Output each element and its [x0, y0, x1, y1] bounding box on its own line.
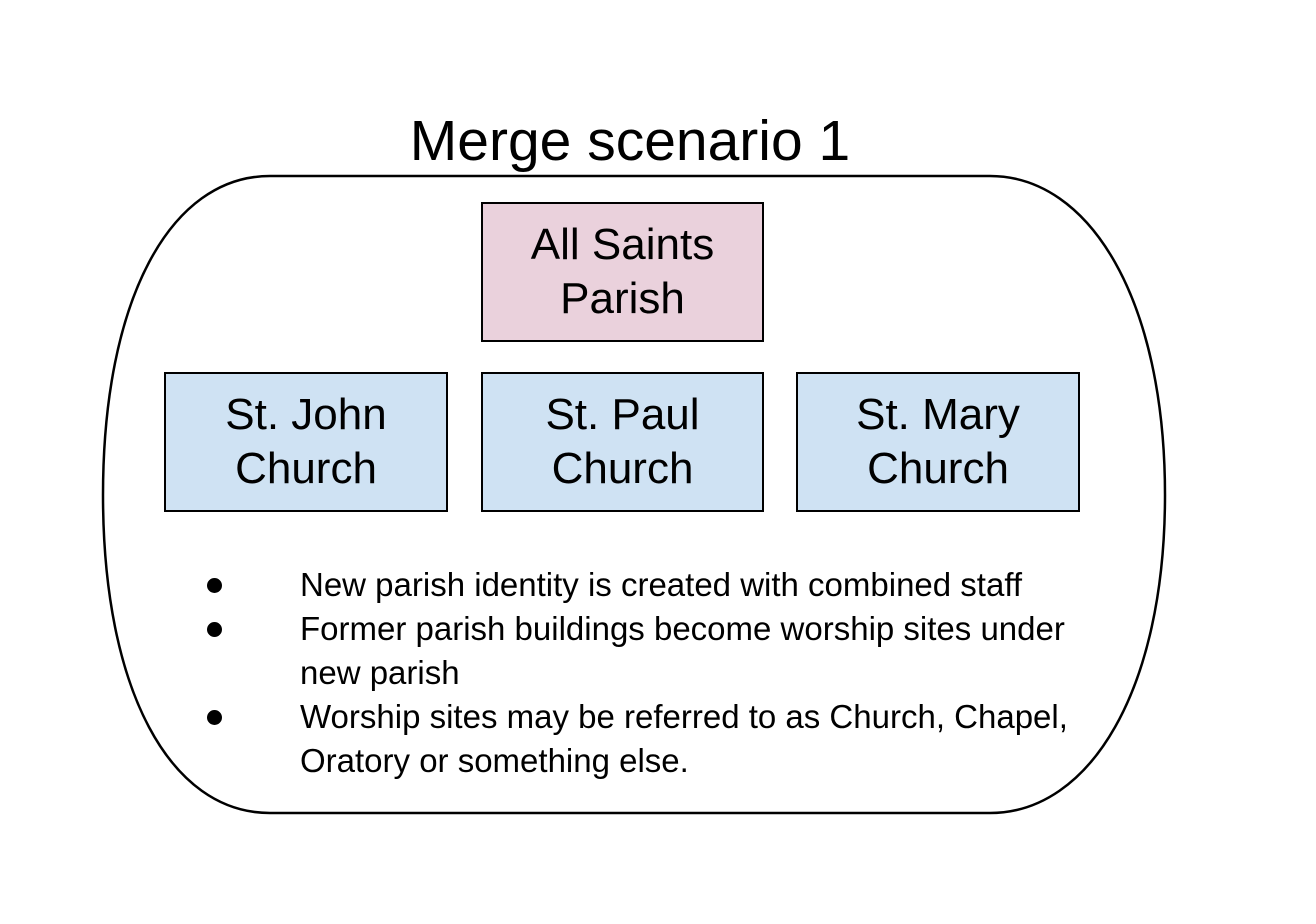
list-item-text: New parish identity is created with comb…	[300, 566, 1023, 603]
church-box-st-john: St. John Church	[164, 372, 448, 512]
list-item-text: Worship sites may be referred to as Chur…	[300, 698, 1068, 779]
bullet-icon	[207, 710, 222, 725]
church-name-line-1: St. Paul	[545, 390, 700, 439]
church-name-line-2: Church	[551, 444, 694, 493]
container-outline	[101, 174, 1167, 815]
church-box-st-paul: St. Paul Church	[481, 372, 764, 512]
bullet-icon	[207, 622, 222, 637]
church-box-st-mary: St. Mary Church	[796, 372, 1080, 512]
diagram-title: Merge scenario 1	[409, 109, 851, 173]
church-name-line-2: Church	[867, 444, 1009, 493]
list-item: Former parish buildings become worship s…	[200, 607, 1120, 695]
list-item: Worship sites may be referred to as Chur…	[200, 695, 1120, 783]
parish-name-line-2: Parish	[560, 274, 685, 323]
bullet-icon	[207, 578, 222, 593]
parish-box: All Saints Parish	[481, 202, 764, 342]
church-name-line-1: St. John	[225, 390, 387, 439]
list-item-text: Former parish buildings become worship s…	[300, 610, 1065, 691]
parish-name-line-1: All Saints	[530, 220, 715, 269]
church-name-line-1: St. Mary	[856, 390, 1020, 439]
list-item: New parish identity is created with comb…	[200, 563, 1120, 607]
notes-list: New parish identity is created with comb…	[200, 563, 1120, 783]
church-name-line-2: Church	[235, 444, 377, 493]
